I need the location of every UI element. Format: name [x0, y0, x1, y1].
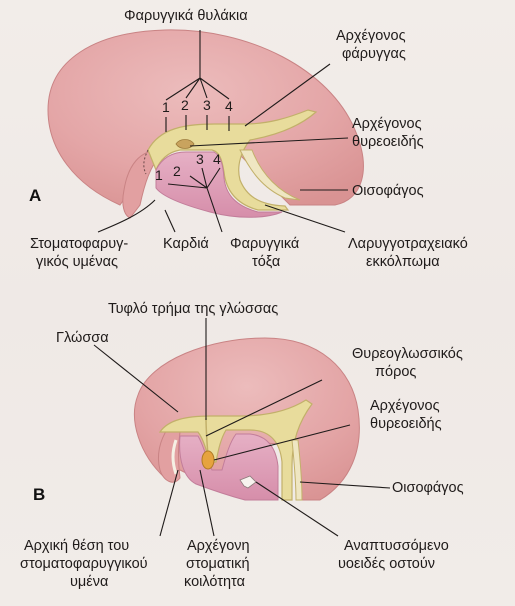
pouch-number-3: 3: [203, 97, 211, 113]
pouch-number-2: 2: [181, 97, 189, 113]
panel-a: 1 2 3 4 1 2 3 4 A Φαρυγγικά θυλάκια Αρχέ…: [29, 8, 468, 270]
label-primitive-pharynx-line2: φάρυγγας: [342, 46, 406, 62]
label-primitive-thyroid-b-line1: Αρχέγονος: [370, 398, 440, 414]
label-heart: Καρδιά: [163, 236, 209, 252]
label-stomodeum-line2: στοματική: [186, 556, 250, 572]
pouch-number-4: 4: [225, 98, 233, 114]
label-foramen-cecum: Τυφλό τρήμα της γλώσσας: [108, 301, 278, 317]
label-pharyngeal-arches-line2: τόξα: [252, 254, 280, 270]
label-primitive-thyroid-a-line1: Αρχέγονος: [352, 116, 422, 132]
label-laryngotracheal-line2: εκκόλπωμα: [366, 254, 440, 270]
arch-number-1: 1: [155, 167, 163, 183]
thyroid-primordium-a: [175, 139, 195, 149]
label-esophagus-a: Οισοφάγος: [352, 183, 424, 199]
leader-lines-b: [93, 318, 391, 537]
oropharyngeal-membrane-a: [143, 149, 149, 175]
esophagus-tube-a: [239, 149, 301, 201]
leader-lines-a: [97, 30, 349, 233]
pharyngeal-arch-area-a: [155, 151, 283, 218]
pouch-markers-a: [165, 115, 230, 132]
label-primitive-thyroid-a-line2: θυρεοειδής: [352, 134, 424, 150]
embryo-jaw-a: [122, 149, 161, 219]
label-esophagus-b: Οισοφάγος: [392, 480, 464, 496]
label-primitive-thyroid-b-line2: θυρεοειδής: [370, 416, 442, 432]
label-stomodeum-line3: κοιλότητα: [184, 574, 245, 590]
label-pharyngeal-arches-line1: Φαρυγγικά: [230, 236, 299, 252]
label-hyoid-line2: υοειδές οστούν: [338, 556, 435, 572]
label-tongue: Γλώσσα: [56, 330, 109, 346]
arch-number-2: 2: [173, 163, 181, 179]
panel-b-letter: B: [33, 485, 45, 504]
label-pharyngeal-pouches: Φαρυγγικά θυλάκια: [124, 8, 248, 24]
label-membrane-site-line1: Αρχική θέση του: [24, 538, 129, 554]
label-oropharyngeal-line1: Στοματοφαρυγ-: [30, 236, 128, 252]
label-thyroglossal-line1: Θυρεογλωσσικός: [352, 346, 463, 362]
hyoid-developing-b: [239, 475, 257, 489]
pouch-number-1: 1: [162, 99, 170, 115]
label-stomodeum-line1: Αρχέγονη: [187, 538, 250, 554]
label-oropharyngeal-line2: γικός υμένας: [36, 254, 118, 270]
primitive-pharynx-a: [147, 109, 318, 211]
label-hyoid-line1: Αναπτυσσόμενο: [344, 538, 449, 554]
panel-b: B Τυφλό τρήμα της γλώσσας Γλώσσα Θυρεογλ…: [20, 301, 464, 590]
panel-a-letter: A: [29, 186, 41, 205]
esophagus-tube-b: [291, 439, 303, 501]
stomodeum-lumen-b: [171, 439, 178, 475]
label-membrane-site-line2: στοματοφαρυγγικού: [20, 556, 148, 572]
label-primitive-pharynx-line1: Αρχέγονος: [336, 28, 406, 44]
arch-number-4: 4: [213, 151, 221, 167]
thyroid-primordium-b: [201, 450, 215, 470]
label-membrane-site-line3: υμένα: [70, 574, 108, 590]
arch-number-3: 3: [196, 151, 204, 167]
label-laryngotracheal-line1: Λαρυγγοτραχειακό: [348, 236, 468, 252]
label-thyroglossal-line2: πόρος: [375, 364, 416, 380]
